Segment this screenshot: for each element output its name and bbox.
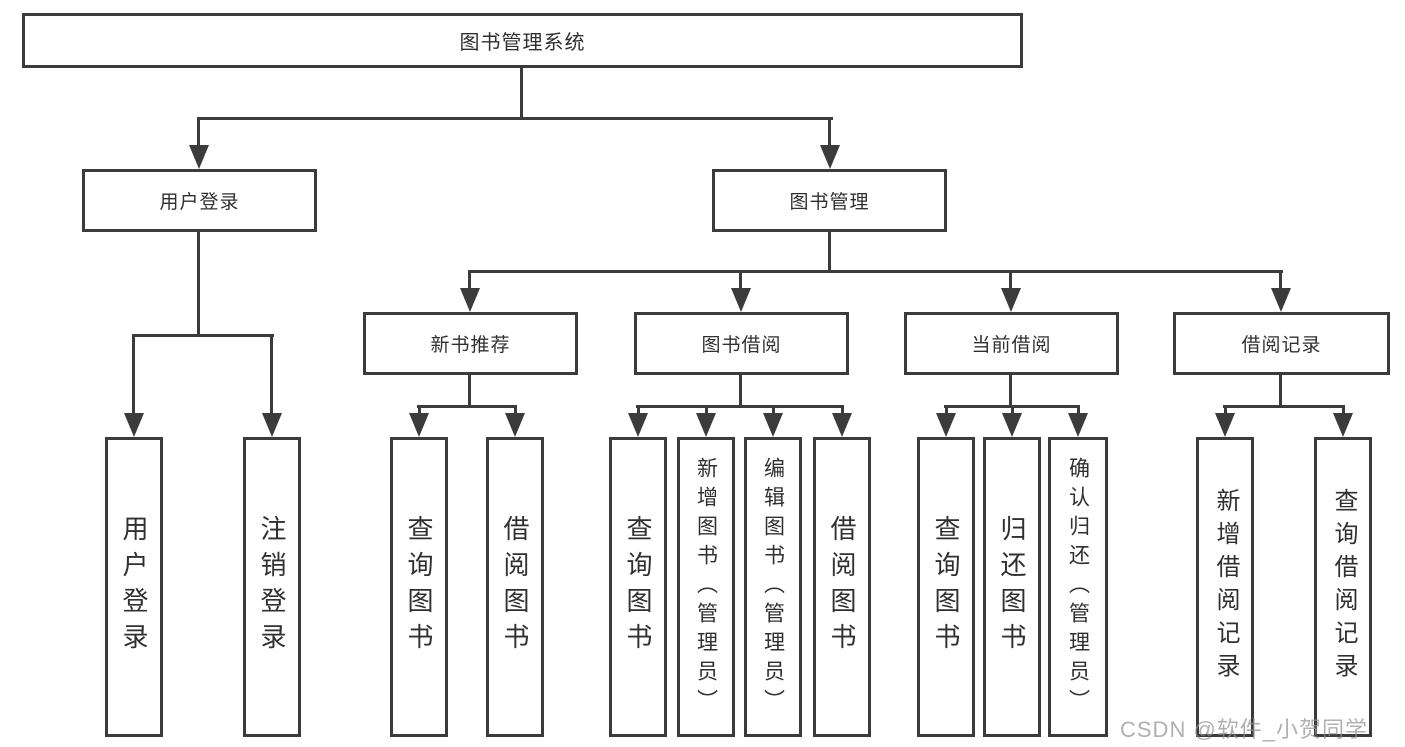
node-label: 借阅记录 (1241, 335, 1322, 356)
arrow-down-icon (1068, 413, 1088, 437)
connector-line (841, 405, 844, 417)
node-library-system: 图书管理系统 (22, 13, 1023, 68)
leaf-label: 借阅图书 (827, 515, 857, 659)
leaf-label: 借阅图书 (500, 515, 530, 659)
leaf-query-borrow-record: 查询借阅记录 (1314, 437, 1372, 737)
connector-line (417, 405, 517, 408)
node-label: 图书借阅 (701, 335, 782, 356)
node-new-book-recommend: 新书推荐 (363, 312, 578, 375)
arrow-down-icon (1271, 288, 1291, 312)
leaf-confirm-return-admin: 确认归还（管理员） (1048, 437, 1108, 737)
connector-line (636, 405, 844, 408)
arrow-down-icon (763, 413, 783, 437)
connector-line (1342, 405, 1345, 417)
connector-line (1011, 405, 1014, 417)
leaf-label: 确认归还（管理员） (1066, 456, 1090, 718)
connector-line (468, 270, 471, 291)
leaf-label: 注销登录 (257, 515, 287, 659)
connector-line (197, 117, 833, 120)
connector-line (418, 405, 421, 417)
connector-line (197, 117, 200, 147)
connector-line (1279, 270, 1282, 291)
connector-line (520, 66, 523, 119)
node-label: 图书管理 (789, 192, 870, 213)
leaf-label: 归还图书 (997, 515, 1027, 659)
connector-line (1223, 405, 1345, 408)
connector-line (1279, 373, 1282, 408)
connector-line (468, 373, 471, 408)
connector-line (1077, 405, 1080, 417)
leaf-label: 查询图书 (404, 515, 434, 659)
node-label: 图书管理系统 (459, 32, 586, 54)
leaf-query-books-recommend: 查询图书 (390, 437, 448, 737)
leaf-label: 查询借阅记录 (1330, 488, 1357, 686)
leaf-add-books-admin: 新增图书（管理员） (677, 437, 735, 737)
arrow-down-icon (409, 413, 429, 437)
leaf-label: 查询图书 (623, 515, 653, 659)
node-user-login: 用户登录 (82, 169, 317, 232)
leaf-query-books-borrow: 查询图书 (609, 437, 667, 737)
arrow-down-icon (189, 145, 209, 169)
connector-line (739, 270, 742, 291)
leaf-label: 编辑图书（管理员） (761, 456, 785, 718)
connector-line (945, 405, 948, 417)
arrow-down-icon (628, 413, 648, 437)
leaf-label: 用户登录 (119, 515, 149, 659)
arrow-down-icon (1215, 413, 1235, 437)
node-current-borrow: 当前借阅 (904, 312, 1119, 375)
leaf-add-borrow-record: 新增借阅记录 (1196, 437, 1254, 737)
connector-line (514, 405, 517, 417)
node-borrow-records: 借阅记录 (1173, 312, 1390, 375)
leaf-label: 新增借阅记录 (1212, 488, 1239, 686)
node-label: 用户登录 (159, 192, 240, 213)
leaf-label: 新增图书（管理员） (694, 456, 718, 718)
arrow-down-icon (820, 145, 840, 169)
leaf-return-books: 归还图书 (983, 437, 1041, 737)
arrow-down-icon (1002, 413, 1022, 437)
connector-line (1009, 270, 1012, 291)
connector-line (828, 230, 831, 273)
arrow-down-icon (1333, 413, 1353, 437)
arrow-down-icon (124, 413, 144, 437)
arrow-down-icon (460, 288, 480, 312)
node-label: 当前借阅 (971, 335, 1052, 356)
leaf-borrow-books: 借阅图书 (813, 437, 871, 737)
connector-line (270, 334, 273, 415)
arrow-down-icon (731, 288, 751, 312)
arrow-down-icon (696, 413, 716, 437)
connector-line (705, 405, 708, 417)
connector-line (828, 117, 831, 147)
connector-line (132, 334, 274, 337)
arrow-down-icon (1001, 288, 1021, 312)
arrow-down-icon (262, 413, 282, 437)
connector-line (468, 270, 1283, 273)
arrow-down-icon (936, 413, 956, 437)
connector-line (1224, 405, 1227, 417)
connector-line (637, 405, 640, 417)
arrow-down-icon (505, 413, 525, 437)
leaf-query-books-current: 查询图书 (917, 437, 975, 737)
connector-line (132, 334, 135, 415)
connector-line (1009, 373, 1012, 408)
csdn-watermark: CSDN @软件_小贺同学 (1120, 717, 1369, 742)
connector-line (739, 373, 742, 408)
arrow-down-icon (832, 413, 852, 437)
leaf-label: 查询图书 (931, 515, 961, 659)
connector-line (197, 230, 200, 336)
leaf-logout: 注销登录 (243, 437, 301, 737)
node-book-management: 图书管理 (712, 169, 947, 232)
node-book-borrow: 图书借阅 (634, 312, 849, 375)
leaf-edit-books-admin: 编辑图书（管理员） (744, 437, 802, 737)
leaf-borrow-books-recommend: 借阅图书 (486, 437, 544, 737)
connector-line (772, 405, 775, 417)
leaf-user-login: 用户登录 (105, 437, 163, 737)
node-label: 新书推荐 (430, 335, 511, 356)
